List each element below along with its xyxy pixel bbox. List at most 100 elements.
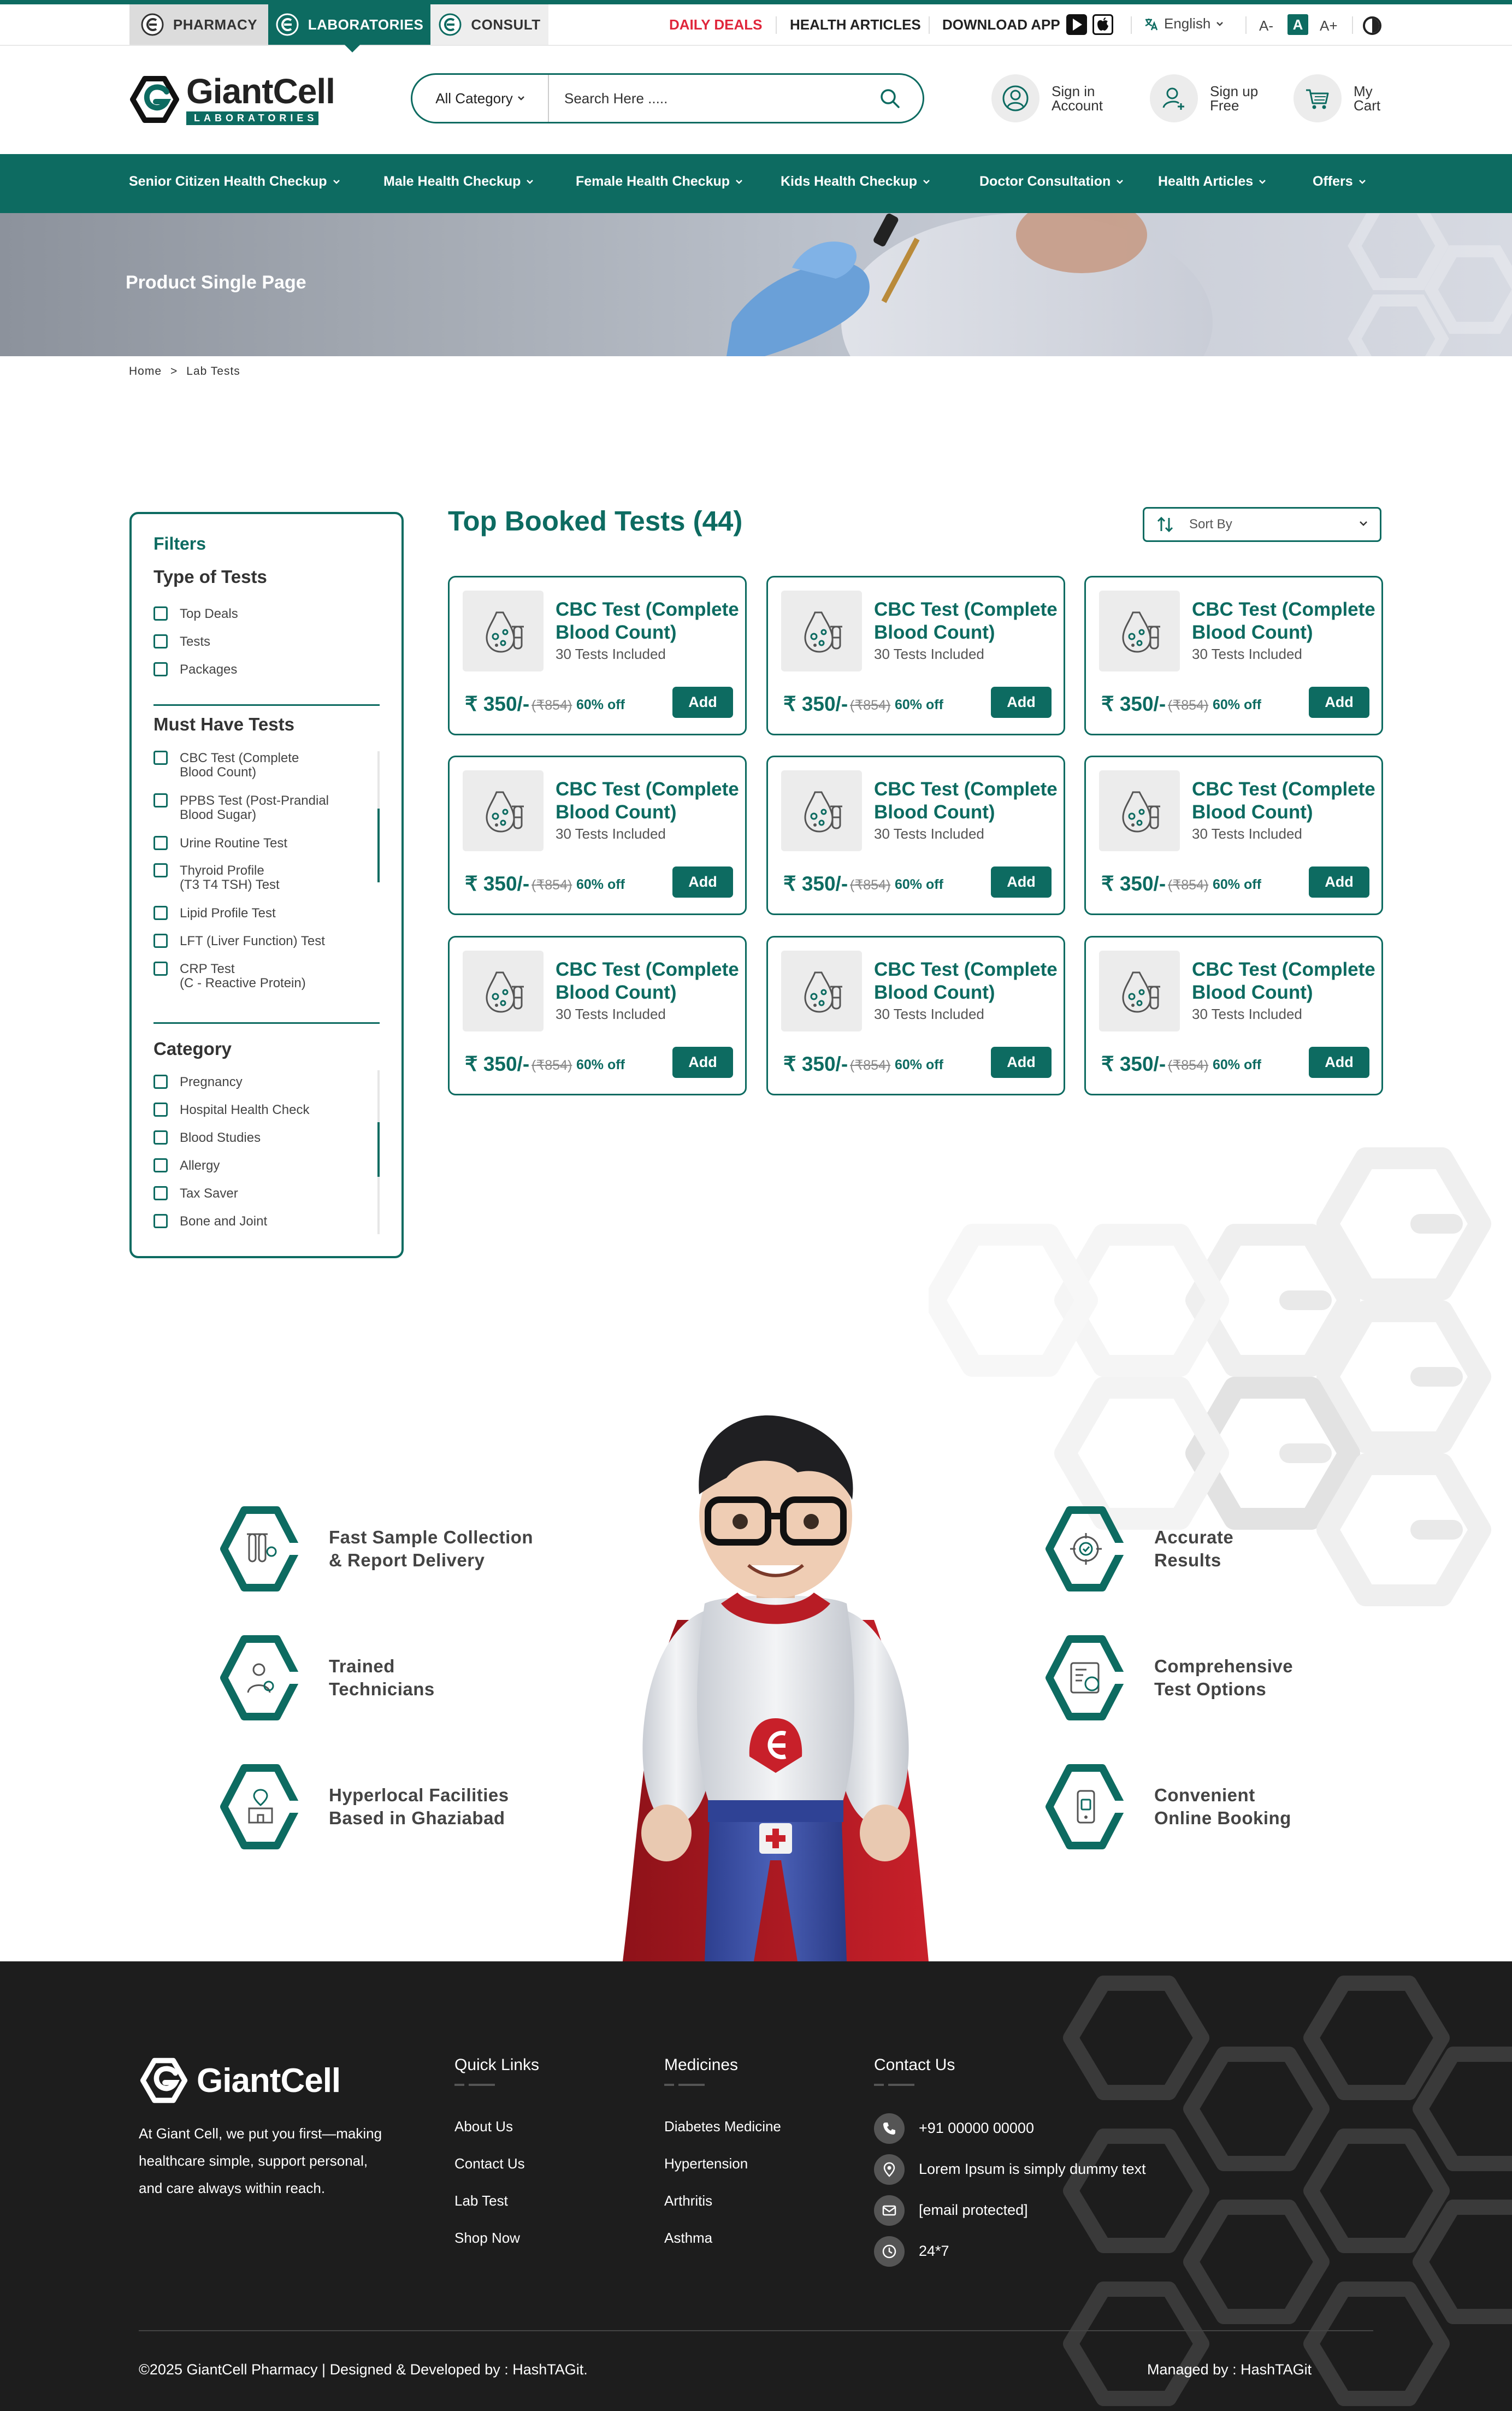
tab-pharmacy[interactable]: PHARMACY (129, 4, 268, 45)
tab-laboratories[interactable]: LABORATORIES (268, 4, 430, 52)
filter-lft-test[interactable]: LFT (Liver Function) Test (153, 934, 325, 948)
filter-urine-routine[interactable]: Urine Routine Test (153, 836, 287, 851)
filter-top-deals[interactable]: Top Deals (153, 606, 238, 621)
checkbox[interactable] (153, 606, 168, 621)
checkbox[interactable] (153, 662, 168, 676)
footer-link-asthma[interactable]: Asthma (664, 2230, 713, 2246)
breadcrumb-home[interactable]: Home (129, 365, 162, 378)
add-to-cart-button[interactable]: Add (991, 866, 1052, 898)
footer-link-contact-us[interactable]: Contact Us (454, 2155, 525, 2172)
filter-allergy[interactable]: Allergy (153, 1158, 220, 1173)
contrast-toggle-icon[interactable] (1363, 16, 1381, 35)
apple-store-icon[interactable] (1092, 14, 1113, 35)
filter-thyroid-profile[interactable]: Thyroid Profile(T3 T4 TSH) Test (153, 863, 280, 892)
add-to-cart-button[interactable]: Add (1309, 866, 1369, 898)
filter-blood-studies[interactable]: Blood Studies (153, 1130, 261, 1145)
health-articles-link[interactable]: HEALTH ARTICLES (790, 16, 921, 33)
search-input[interactable] (549, 79, 873, 117)
filter-crp-test[interactable]: CRP Test(C - Reactive Protein) (153, 962, 306, 991)
daily-deals-link[interactable]: DAILY DEALS (669, 16, 763, 33)
nav-male-checkup[interactable]: Male Health Checkup (383, 174, 534, 190)
checkbox[interactable] (153, 1186, 168, 1200)
font-decrease-button[interactable]: A- (1259, 17, 1273, 34)
font-normal-button[interactable]: A (1287, 14, 1308, 35)
checkbox[interactable] (153, 962, 168, 976)
checkbox[interactable] (153, 634, 168, 649)
filter-packages[interactable]: Packages (153, 662, 237, 677)
checkbox[interactable] (153, 1130, 168, 1145)
footer-logo[interactable]: GiantCell (139, 2055, 341, 2106)
scrollbar-thumb[interactable] (377, 1122, 380, 1177)
add-to-cart-button[interactable]: Add (1309, 687, 1369, 718)
footer-link-arthritis[interactable]: Arthritis (664, 2192, 713, 2209)
filter-hospital-health-check[interactable]: Hospital Health Check (153, 1103, 309, 1117)
filter-lipid-profile[interactable]: Lipid Profile Test (153, 906, 276, 921)
nav-female-checkup[interactable]: Female Health Checkup (576, 174, 743, 190)
language-selector[interactable]: English (1143, 15, 1224, 32)
filter-pregnancy[interactable]: Pregnancy (153, 1075, 243, 1089)
google-play-icon[interactable] (1066, 14, 1087, 35)
search-category-select[interactable]: All Category (412, 75, 549, 122)
font-increase-button[interactable]: A+ (1320, 17, 1338, 34)
checkbox[interactable] (153, 1075, 168, 1089)
checkbox[interactable] (153, 1214, 168, 1228)
add-to-cart-button[interactable]: Add (672, 866, 733, 898)
footer-link-about-us[interactable]: About Us (454, 2118, 513, 2135)
add-to-cart-button[interactable]: Add (1309, 1047, 1369, 1078)
add-to-cart-button[interactable]: Add (991, 1047, 1052, 1078)
add-to-cart-button[interactable]: Add (672, 687, 733, 718)
tab-consult[interactable]: CONSULT (430, 4, 548, 45)
search-button[interactable] (873, 82, 906, 115)
contact-phone[interactable]: +91 00000 00000 (874, 2108, 1146, 2149)
nav-doctor-consultation[interactable]: Doctor Consultation (979, 174, 1124, 190)
checkbox[interactable] (153, 1158, 168, 1172)
footer-link-hypertension[interactable]: Hypertension (664, 2155, 748, 2172)
checkbox[interactable] (153, 793, 168, 807)
filter-tests[interactable]: Tests (153, 634, 210, 649)
checkbox[interactable] (153, 934, 168, 948)
filter-tax-saver[interactable]: Tax Saver (153, 1186, 238, 1201)
footer-link-shop-now[interactable]: Shop Now (454, 2230, 520, 2246)
must-have-scrollbar[interactable] (377, 751, 380, 882)
add-to-cart-button[interactable]: Add (991, 687, 1052, 718)
contact-email[interactable]: [email protected] (874, 2190, 1146, 2231)
site-logo[interactable]: GiantCell LABORATORIES (128, 73, 335, 126)
nav-kids-checkup[interactable]: Kids Health Checkup (781, 174, 930, 190)
add-to-cart-button[interactable]: Add (672, 1047, 733, 1078)
checkbox[interactable] (153, 863, 168, 877)
checkbox[interactable] (153, 836, 168, 850)
checkbox[interactable] (153, 751, 168, 765)
checkbox[interactable] (153, 1103, 168, 1117)
footer-link-diabetes[interactable]: Diabetes Medicine (664, 2118, 781, 2135)
filter-bone-and-joint[interactable]: Bone and Joint (153, 1214, 267, 1229)
sort-by-dropdown[interactable]: Sort By (1143, 507, 1381, 542)
category-scrollbar[interactable] (377, 1070, 380, 1234)
footer-link-lab-test[interactable]: Lab Test (454, 2192, 508, 2209)
nav-health-articles[interactable]: Health Articles (1158, 174, 1266, 190)
scrollbar-thumb[interactable] (377, 809, 380, 882)
nav-offers[interactable]: Offers (1313, 174, 1366, 190)
checkbox[interactable] (153, 906, 168, 920)
